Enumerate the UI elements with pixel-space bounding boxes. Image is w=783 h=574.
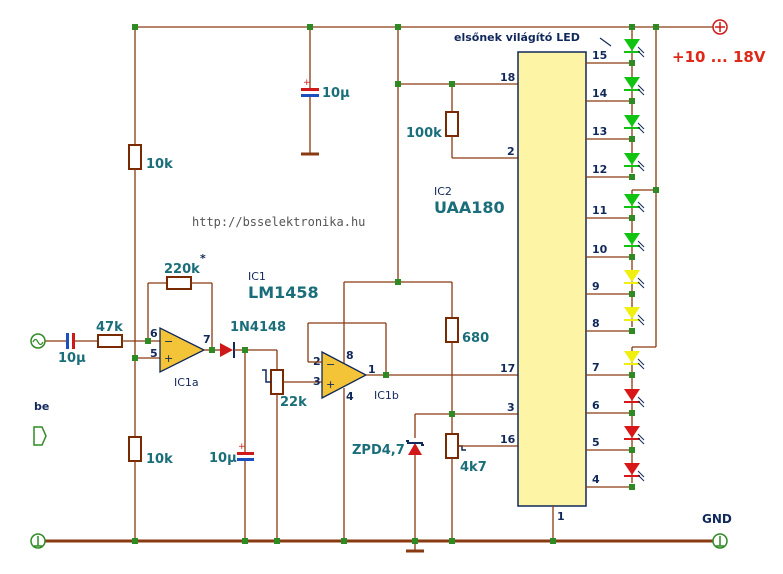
first-led-label: elsőnek világító LED	[454, 31, 580, 44]
led-4-icon	[624, 153, 645, 172]
led-11-icon	[624, 426, 645, 445]
svg-text:−: −	[164, 335, 173, 348]
resistor-680-label: 680	[462, 331, 489, 346]
potentiometer-4k7	[445, 433, 459, 459]
uaa-pin-14: 14	[592, 87, 608, 100]
led-9-icon	[624, 351, 645, 370]
resistor-220k-mark: *	[200, 252, 206, 265]
resistor-47k	[97, 334, 123, 348]
ic1b-label: IC1b	[374, 389, 399, 402]
hold-capacitor-label: 10µ	[209, 451, 237, 466]
zener-label: ZPD4,7	[352, 443, 405, 458]
resistor-220k-label: 220k	[164, 262, 200, 277]
resistor-220k	[166, 276, 192, 290]
led-column: 15 14 13 12 11 10 9 8 7 6 5 4	[586, 35, 645, 490]
uaa-pin-4: 4	[592, 473, 600, 486]
first-led-arrow-icon	[599, 37, 612, 47]
uaa-pin-1: 1	[557, 510, 565, 523]
uaa-pin-5: 5	[592, 436, 600, 449]
led-3-icon	[624, 115, 645, 134]
ground-terminal-left-icon	[30, 533, 46, 549]
resistor-10k-top-label: 10k	[146, 157, 173, 172]
potentiometer-22k	[270, 369, 284, 395]
decoupling-capacitor-label: 10µ	[322, 86, 350, 101]
diode-1n4148	[220, 342, 235, 358]
website-url: http://bsselektronika.hu	[192, 215, 365, 229]
ic1-type: LM1458	[248, 283, 319, 302]
ic1b-pin-noninv: 3	[313, 375, 321, 388]
led-8-icon	[624, 307, 645, 326]
resistor-10k-bottom	[128, 436, 142, 462]
led-7-icon	[624, 270, 645, 289]
supply-terminal-icon	[712, 19, 728, 35]
input-arrow-icon	[33, 426, 47, 446]
input-terminal-icon	[30, 333, 46, 349]
zener-diode	[406, 440, 424, 455]
resistor-680	[445, 317, 459, 343]
input-capacitor-label: 10µ	[58, 351, 86, 366]
uaa-pin-8: 8	[592, 317, 600, 330]
ic1a-pin-noninv: 5	[150, 347, 158, 360]
ic1-name: IC1	[248, 270, 266, 283]
ic1b-pin-vplus: 8	[346, 349, 354, 362]
resistor-10k-bottom-label: 10k	[146, 452, 173, 467]
uaa-pin-9: 9	[592, 280, 600, 293]
uaa-pin-11: 11	[592, 204, 607, 217]
resistor-100k	[445, 111, 459, 137]
ic2-type: UAA180	[434, 198, 505, 217]
svg-text:+: +	[238, 442, 246, 452]
svg-text:+: +	[303, 78, 311, 88]
led-10-icon	[624, 389, 645, 408]
potentiometer-22k-label: 22k	[280, 395, 307, 410]
ic2-name: IC2	[434, 185, 452, 198]
led-6-icon	[624, 233, 645, 252]
ground-terminal-icon	[712, 533, 728, 549]
uaa-pin-13: 13	[592, 125, 607, 138]
uaa-pin-17: 17	[500, 362, 515, 375]
opamp-ic1b	[321, 350, 368, 400]
resistor-100k-label: 100k	[406, 126, 442, 141]
uaa-pin-10: 10	[592, 243, 608, 256]
uaa-pin-7: 7	[592, 361, 600, 374]
led-5-icon	[624, 194, 645, 213]
uaa-pin-2: 2	[507, 145, 515, 158]
ic1a-pin-inv: 6	[150, 327, 158, 340]
input-capacitor	[66, 333, 75, 349]
decoupling-capacitor: +	[301, 78, 319, 97]
potentiometer-4k7-label: 4k7	[460, 460, 487, 475]
ic1a-pin-out: 7	[203, 333, 211, 346]
opamp-ic1a	[159, 326, 206, 374]
uaa-pin-6: 6	[592, 399, 600, 412]
gnd-label: GND	[702, 512, 732, 526]
svg-text:+: +	[326, 378, 335, 391]
ic1b-pin-vminus: 4	[346, 390, 354, 403]
led-2-icon	[624, 77, 645, 96]
uaa180-chip	[517, 51, 587, 507]
uaa-pin-15: 15	[592, 49, 607, 62]
ic1a-label: IC1a	[174, 376, 199, 389]
ic1b-pin-out: 1	[368, 363, 376, 376]
uaa-pin-12: 12	[592, 163, 607, 176]
resistor-47k-label: 47k	[96, 320, 123, 335]
diode-label: 1N4148	[230, 320, 286, 335]
junction-nodes	[132, 24, 659, 544]
svg-text:−: −	[326, 358, 335, 371]
uaa-pin-16: 16	[500, 433, 516, 446]
input-label: be	[34, 400, 49, 413]
led-12-icon	[624, 463, 645, 482]
svg-text:+: +	[164, 352, 173, 365]
uaa-pin-3: 3	[507, 401, 515, 414]
hold-capacitor: +	[237, 442, 254, 461]
resistor-10k-top	[128, 144, 142, 170]
led-1-icon	[624, 39, 645, 58]
supply-label: +10 ... 18V	[672, 48, 766, 66]
uaa-pin-18: 18	[500, 71, 515, 84]
